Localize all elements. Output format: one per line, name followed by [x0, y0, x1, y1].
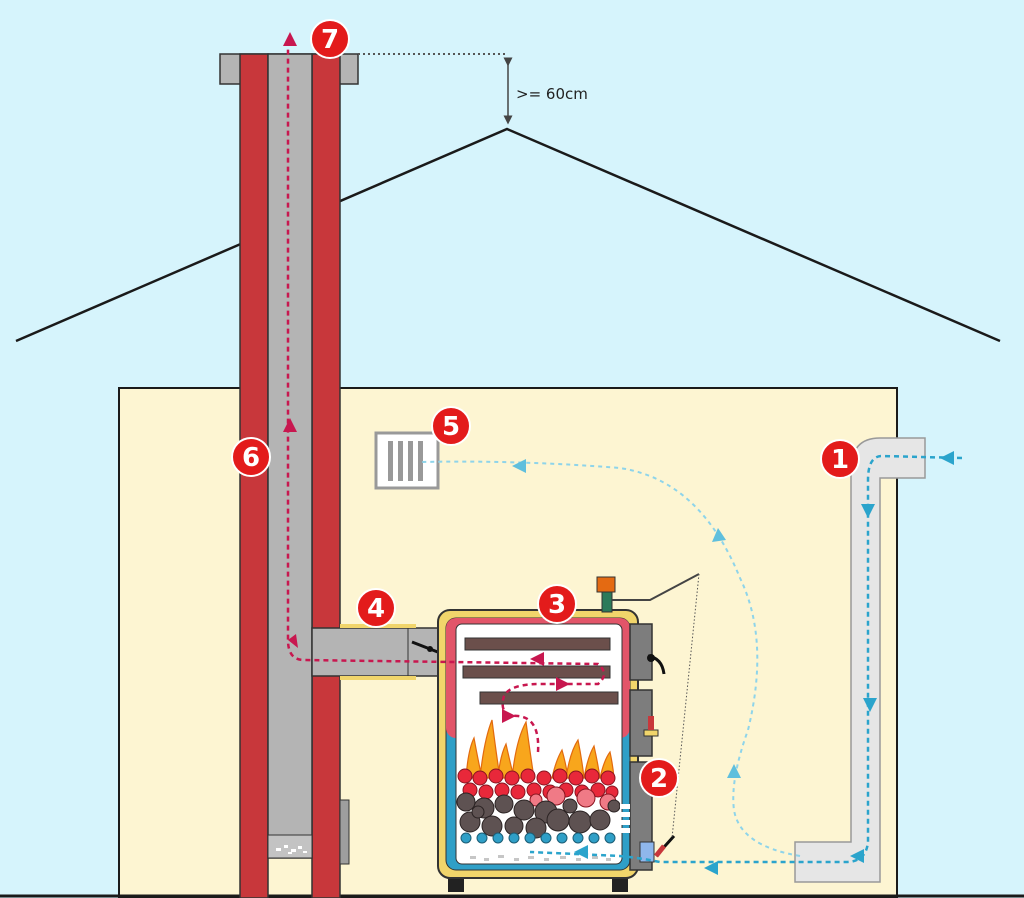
- room-air-path: [419, 460, 801, 857]
- marker-2: 2: [639, 758, 679, 798]
- marker-6-label: 6: [242, 443, 260, 473]
- marker-1: 1: [820, 439, 860, 479]
- flue-gas-arrow-top: [283, 32, 297, 46]
- primary-air-vents: [620, 804, 630, 833]
- boiler-upper-door: [629, 623, 653, 681]
- draught-regulator-head: [596, 576, 616, 593]
- marker-2-label: 2: [650, 764, 668, 794]
- flue-gas-arrow-baffle-middle: [556, 677, 570, 691]
- heat-exchanger-baffle-bottom: [479, 691, 619, 705]
- air-grate: [460, 832, 616, 844]
- marker-5: 5: [431, 406, 471, 446]
- chimney-flue-liner: [267, 53, 313, 859]
- door-handle-middle: [643, 729, 659, 737]
- chimney-brick-right: [311, 53, 341, 898]
- chimney-cleanout-door: [339, 799, 350, 865]
- marker-1-label: 1: [831, 445, 849, 475]
- heat-exchanger-baffle-middle: [462, 665, 611, 679]
- flue-gas-arrow-baffle-bottom: [502, 709, 516, 723]
- marker-7: 7: [310, 19, 350, 59]
- dimension-label: >= 60cm: [516, 85, 588, 103]
- draught-regulator-body: [601, 591, 613, 613]
- flue-gas-arrow-chimney: [283, 418, 297, 432]
- flue-gas-arrow-elbow: [288, 634, 298, 648]
- room-air-arrow-mid: [712, 528, 726, 542]
- room-air-arrow-up: [727, 764, 741, 778]
- chimney-cleanout-bottom: [267, 834, 313, 859]
- solid-fuel-pile: [456, 792, 621, 839]
- draught-regulator-arm: [612, 573, 700, 601]
- fresh-air-arrow-bottom: [850, 849, 864, 863]
- fresh-air-arrow-down-1: [861, 504, 875, 518]
- draught-regulator-chain: [671, 573, 700, 839]
- primary-air-flap: [639, 841, 655, 863]
- flue-gas-path: [286, 40, 606, 753]
- marker-3: 3: [537, 584, 577, 624]
- chimney: [219, 53, 359, 898]
- fresh-air-arrow-to-boiler-2: [574, 845, 588, 859]
- ventilation-grille: [374, 431, 440, 490]
- chimney-ash-deposit: [276, 845, 307, 854]
- marker-5-label: 5: [442, 412, 460, 442]
- marker-4: 4: [356, 588, 396, 628]
- marker-7-label: 7: [321, 25, 339, 55]
- flue-gas-arrow-baffle-top: [530, 652, 544, 666]
- fresh-air-arrow-to-boiler-1: [704, 861, 718, 875]
- room-air-arrow-to-grille: [512, 459, 526, 473]
- fresh-air-arrow-inlet: [940, 451, 954, 465]
- ash-pan: [470, 855, 611, 861]
- marker-6: 6: [231, 437, 271, 477]
- marker-4-label: 4: [367, 594, 385, 624]
- marker-3-label: 3: [548, 590, 566, 620]
- roof-line: [15, 127, 1001, 343]
- heat-exchanger-baffle-top: [464, 637, 611, 651]
- fresh-air-arrow-down-2: [863, 698, 877, 712]
